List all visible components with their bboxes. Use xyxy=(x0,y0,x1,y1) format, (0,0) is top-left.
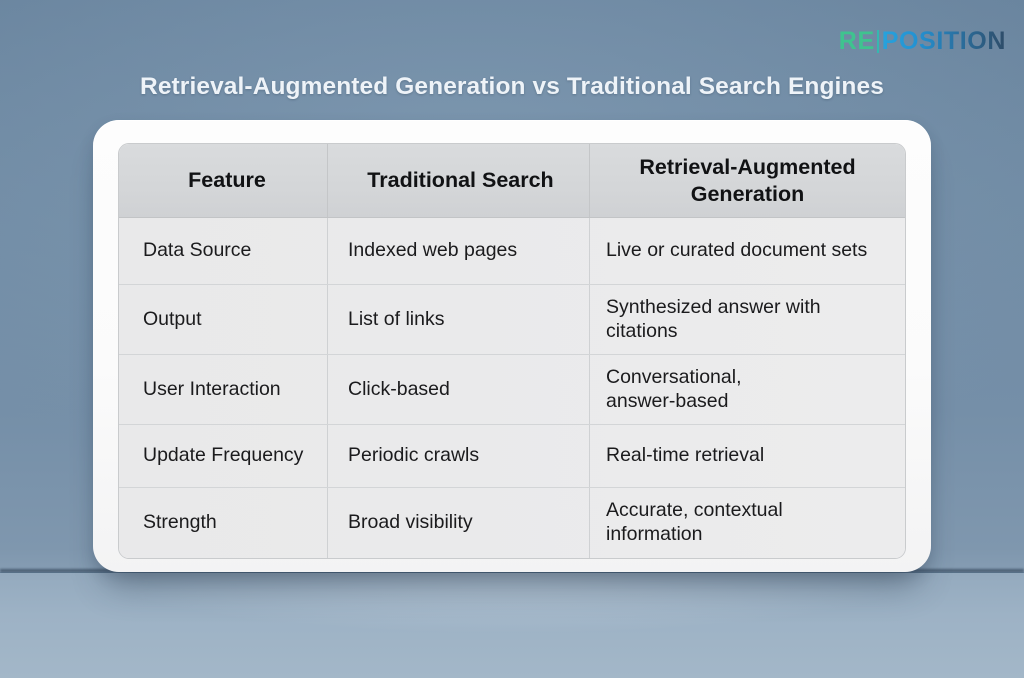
logo-divider-bar xyxy=(876,30,879,53)
table-header-traditional-search: Traditional Search xyxy=(328,144,590,217)
cell-feature: Strength xyxy=(119,488,328,558)
cell-traditional: List of links xyxy=(328,285,590,354)
page-title: Retrieval-Augmented Generation vs Tradit… xyxy=(140,73,884,100)
table-header-row: Feature Traditional Search Retrieval-Aug… xyxy=(119,144,905,218)
table-row: Output List of links Synthesized answer … xyxy=(119,285,905,355)
cell-rag: Conversational, answer-based xyxy=(606,365,742,412)
cell-traditional: Periodic crawls xyxy=(328,425,590,487)
table-row: Strength Broad visibility Accurate, cont… xyxy=(119,488,905,558)
reposition-logo: RE POSITION xyxy=(839,29,1006,54)
cell-rag: Live or curated document sets xyxy=(606,239,868,262)
background-floor xyxy=(0,573,1024,678)
cell-rag: Accurate, contextual information xyxy=(606,499,783,545)
cell-rag: Real-time retrieval xyxy=(606,444,765,467)
cell-traditional: Indexed web pages xyxy=(328,218,590,284)
table-row: Update Frequency Periodic crawls Real-ti… xyxy=(119,425,905,488)
comparison-table: Feature Traditional Search Retrieval-Aug… xyxy=(118,143,906,559)
cell-traditional: Click-based xyxy=(328,355,590,424)
table-header-feature: Feature xyxy=(119,144,328,217)
cell-feature: Data Source xyxy=(119,218,328,284)
table-header-retrieval-augmented-generation: Retrieval-Augmented Generation xyxy=(639,155,856,206)
cell-feature: Output xyxy=(119,285,328,354)
cell-rag: Synthesized answer with citations xyxy=(606,295,821,342)
comparison-card: Feature Traditional Search Retrieval-Aug… xyxy=(93,120,931,572)
floor-glow xyxy=(0,573,1024,678)
table-row: Data Source Indexed web pages Live or cu… xyxy=(119,218,905,285)
logo-text-re: RE xyxy=(838,27,875,55)
cell-feature: User Interaction xyxy=(119,355,328,424)
logo-text-position: POSITION xyxy=(881,27,1006,55)
cell-traditional: Broad visibility xyxy=(328,488,590,558)
cell-feature: Update Frequency xyxy=(119,425,328,487)
table-row: User Interaction Click-based Conversatio… xyxy=(119,355,905,425)
